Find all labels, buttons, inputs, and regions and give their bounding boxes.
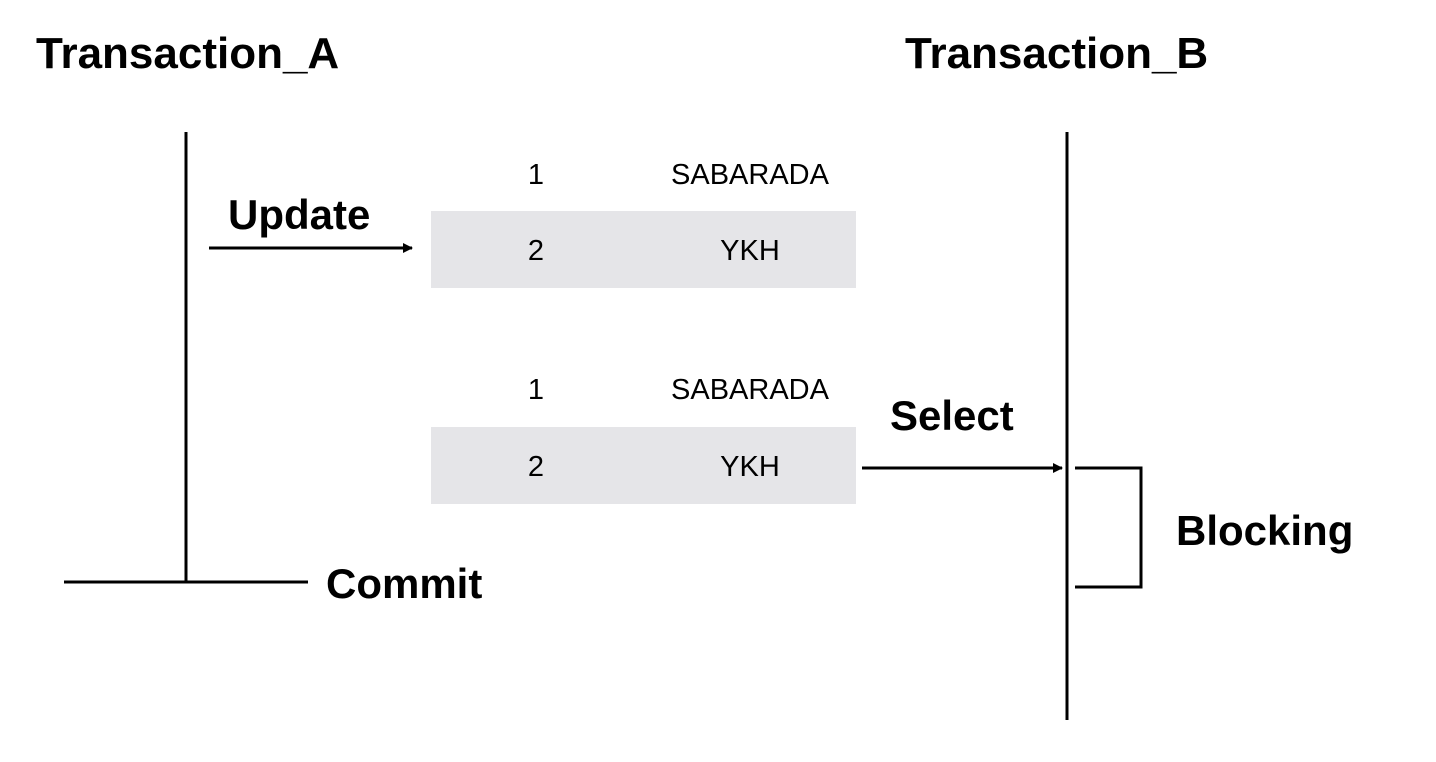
table-a-row-2-id: 2 <box>528 235 544 267</box>
table-a-row-1-id: 1 <box>528 159 544 191</box>
table-b-row-2-id: 2 <box>528 451 544 483</box>
transaction-b-title: Transaction_B <box>905 29 1208 78</box>
blocking-label: Blocking <box>1176 507 1353 554</box>
commit-label: Commit <box>326 560 482 607</box>
table-a-row-1-name: SABARADA <box>671 159 830 191</box>
table-b: 1 SABARADA 2 YKH <box>431 374 856 504</box>
update-label: Update <box>228 191 370 238</box>
table-b-row-1-name: SABARADA <box>671 374 830 406</box>
table-b-row-2-name: YKH <box>720 451 780 483</box>
table-a-row-2-highlight <box>431 211 856 288</box>
select-label: Select <box>890 392 1014 439</box>
table-b-row-1-id: 1 <box>528 374 544 406</box>
transaction-a-title: Transaction_A <box>36 29 339 78</box>
table-a-row-2-name: YKH <box>720 235 780 267</box>
table-b-row-2-highlight <box>431 427 856 504</box>
table-a: 1 SABARADA 2 YKH <box>431 159 856 288</box>
blocking-bracket <box>1075 466 1143 589</box>
